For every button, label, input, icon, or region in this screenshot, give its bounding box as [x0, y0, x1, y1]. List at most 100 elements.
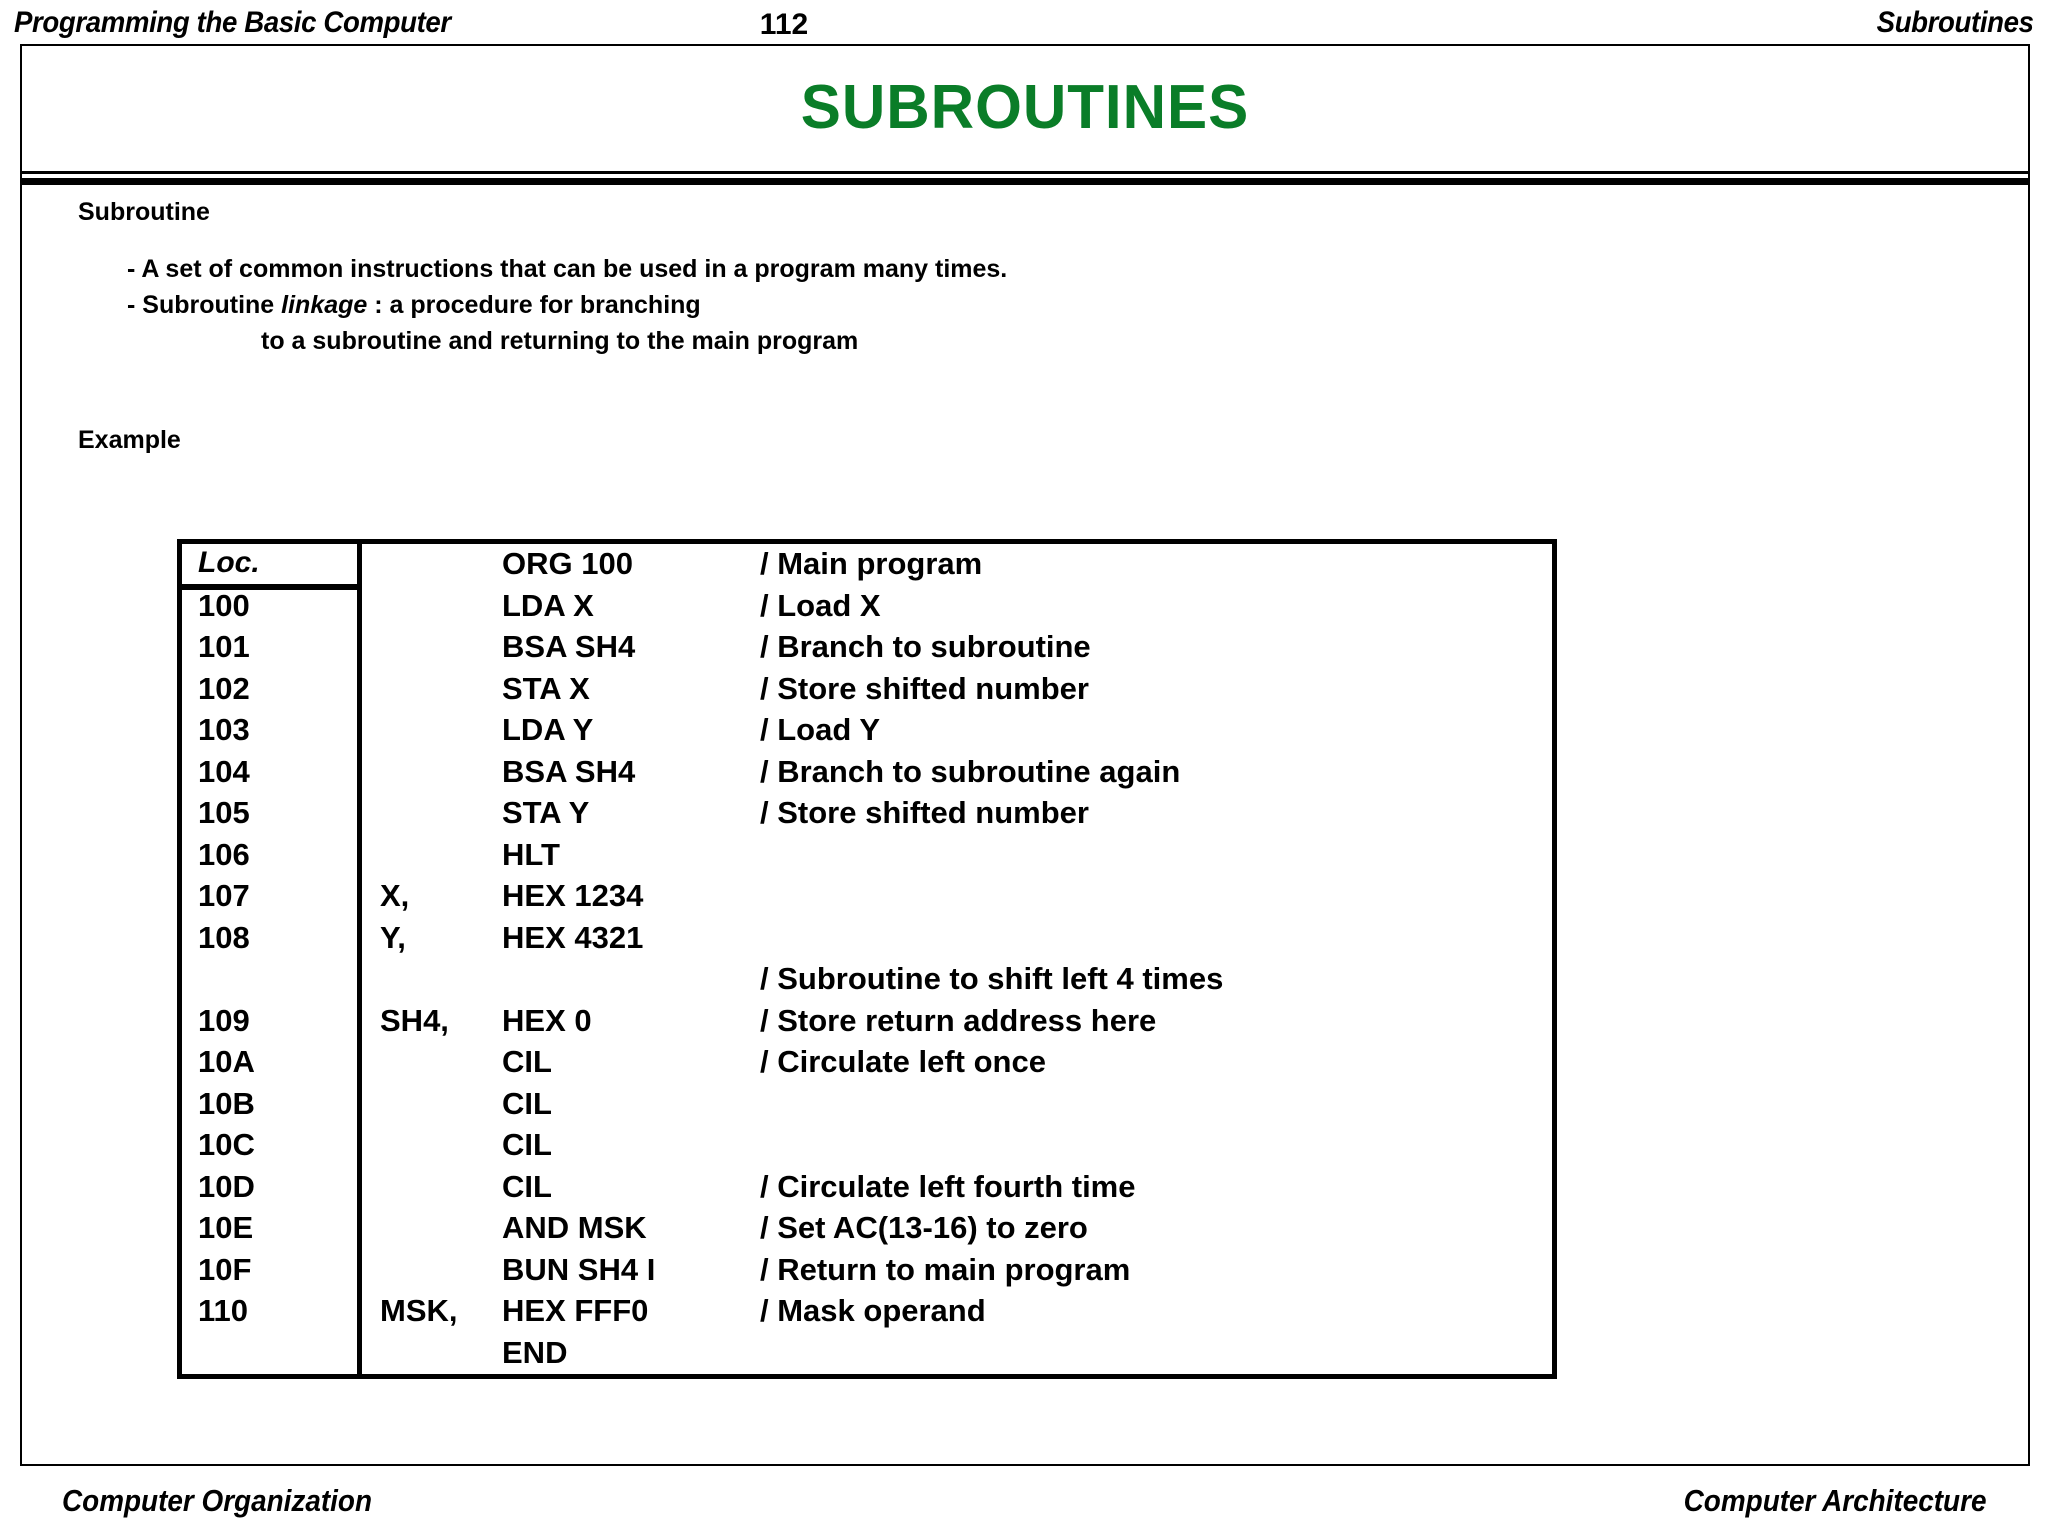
assembly-listing-rows: Loc. ORG 100 / Main program 100 LDA X / Load … — [182, 544, 1552, 1374]
divider-thick-line — [22, 178, 2028, 185]
table-row: 110 MSK, HEX FFF0 / Mask operand — [182, 1293, 1552, 1335]
header-page-number: 112 — [759, 8, 809, 41]
bullet-2-emphasis: linkage — [281, 291, 368, 319]
cell-instruction: END — [502, 1334, 568, 1370]
cell-loc: 10C — [198, 1127, 255, 1162]
cell-comment: / Store shifted number — [760, 795, 1089, 830]
cell-instruction: LDA Y — [502, 712, 594, 747]
cell-instruction: CIL — [502, 1168, 552, 1204]
page-title: SUBROUTINES — [800, 73, 1250, 142]
bullet-2-continuation: to a subroutine and returning to the mai… — [261, 327, 859, 355]
table-row: 101 BSA SH4 / Branch to subroutine — [182, 629, 1552, 671]
cell-loc: 10A — [198, 1044, 255, 1079]
table-row: 105 STA Y / Store shifted number — [182, 795, 1552, 837]
divider-thin-line — [22, 171, 2028, 174]
cell-comment: / Load X — [760, 587, 881, 623]
cell-comment: / Branch to subroutine again — [760, 753, 1181, 789]
table-row: 107 X, HEX 1234 — [182, 878, 1552, 920]
cell-loc: 102 — [198, 670, 250, 706]
cell-instruction: CIL — [502, 1085, 552, 1121]
cell-comment: / Store return address here — [760, 1002, 1157, 1038]
cell-instruction: BUN SH4 I — [502, 1251, 656, 1287]
cell-comment: / Load Y — [760, 712, 881, 747]
footer-left-text: Computer Organization — [62, 1483, 373, 1518]
cell-loc: 107 — [198, 878, 250, 913]
table-row: 10B CIL — [182, 1086, 1552, 1128]
section-heading-subroutine: Subroutine — [78, 198, 210, 226]
cell-label: X, — [380, 878, 410, 913]
bullet-2-prefix: - Subroutine — [127, 291, 282, 319]
cell-instruction: STA Y — [502, 795, 590, 830]
page-footer: Computer Organization Computer Architect… — [0, 1472, 2048, 1530]
footer-right-text: Computer Architecture — [1683, 1483, 1986, 1518]
cell-label: MSK, — [380, 1293, 458, 1328]
bullet-1-text: - A set of common instructions that can … — [127, 255, 1008, 283]
cell-loc: 10D — [198, 1168, 255, 1204]
cell-instruction: HEX 0 — [502, 1002, 592, 1038]
cell-comment: / Return to main program — [760, 1251, 1131, 1287]
table-row: 100 LDA X / Load X — [182, 588, 1552, 630]
table-row: 10F BUN SH4 I / Return to main program — [182, 1252, 1552, 1294]
slide-frame: SUBROUTINES Subroutine - A set of common… — [20, 44, 2030, 1466]
cell-instruction: HEX 1234 — [502, 878, 644, 913]
table-row: 10E AND MSK / Set AC(13-16) to zero — [182, 1210, 1552, 1252]
table-row: 103 LDA Y / Load Y — [182, 712, 1552, 754]
cell-loc: 10F — [198, 1251, 252, 1287]
loc-header-underline — [182, 584, 357, 590]
cell-loc: 110 — [198, 1293, 249, 1328]
cell-loc: 104 — [198, 753, 250, 789]
cell-loc: 103 — [198, 712, 250, 747]
cell-loc: 100 — [198, 587, 250, 623]
cell-instruction: HEX 4321 — [502, 919, 644, 955]
cell-comment: / Branch to subroutine — [760, 629, 1091, 664]
cell-loc: 108 — [198, 919, 250, 955]
table-row: 104 BSA SH4 / Branch to subroutine again — [182, 754, 1552, 796]
header-right-title: Subroutines — [1877, 6, 2034, 39]
table-row: / Subroutine to shift left 4 times — [182, 961, 1552, 1003]
table-row: END — [182, 1335, 1552, 1377]
cell-label: Y, — [380, 919, 406, 955]
table-row: 10A CIL / Circulate left once — [182, 1044, 1552, 1086]
table-row: 102 STA X / Store shifted number — [182, 671, 1552, 713]
cell-comment: / Main program — [760, 546, 983, 581]
table-header-row: Loc. ORG 100 / Main program — [182, 546, 1552, 588]
header-left-title: Programming the Basic Computer — [14, 6, 451, 39]
cell-instruction: AND MSK — [502, 1210, 647, 1245]
table-row: 108 Y, HEX 4321 — [182, 920, 1552, 962]
page-header: Programming the Basic Computer 112 Subro… — [0, 0, 2048, 46]
cell-comment: / Mask operand — [760, 1293, 986, 1328]
cell-instruction: BSA SH4 — [502, 753, 636, 789]
definition-bullets: - A set of common instructions that can … — [127, 251, 1007, 359]
cell-comment: / Circulate left once — [760, 1044, 1046, 1079]
cell-instruction: HLT — [502, 836, 560, 872]
table-row: 10D CIL / Circulate left fourth time — [182, 1169, 1552, 1211]
loc-column-divider — [357, 544, 362, 1374]
cell-instruction: LDA X — [502, 587, 594, 623]
cell-instruction: CIL — [502, 1044, 552, 1079]
cell-loc: 105 — [198, 795, 250, 830]
cell-loc: 106 — [198, 836, 250, 872]
cell-loc: 10B — [198, 1085, 255, 1121]
cell-loc: 101 — [198, 629, 250, 664]
cell-comment: / Store shifted number — [760, 670, 1089, 706]
cell-label: SH4, — [380, 1002, 449, 1038]
bullet-item-2: - Subroutine linkage : a procedure for b… — [127, 287, 1007, 359]
cell-instruction: HEX FFF0 — [502, 1293, 649, 1328]
bullet-2-suffix: : a procedure for branching — [367, 291, 701, 319]
table-row: 109 SH4, HEX 0 / Store return address here — [182, 1003, 1552, 1045]
cell-comment: / Subroutine to shift left 4 times — [760, 961, 1224, 996]
assembly-listing-table: Loc. ORG 100 / Main program 100 LDA X / Load … — [177, 539, 1557, 1379]
example-heading: Example — [78, 426, 181, 454]
cell-loc: Loc. — [198, 546, 260, 579]
cell-instruction: STA X — [502, 670, 590, 706]
cell-comment: / Set AC(13-16) to zero — [760, 1210, 1088, 1245]
cell-loc: 10E — [198, 1210, 254, 1245]
bullet-item-1: - A set of common instructions that can … — [127, 251, 1007, 287]
cell-instruction: BSA SH4 — [502, 629, 636, 664]
title-divider — [22, 171, 2028, 185]
table-row: 106 HLT — [182, 837, 1552, 879]
cell-loc: 109 — [198, 1002, 250, 1038]
cell-comment: / Circulate left fourth time — [760, 1168, 1136, 1204]
cell-instruction: ORG 100 — [502, 546, 633, 581]
